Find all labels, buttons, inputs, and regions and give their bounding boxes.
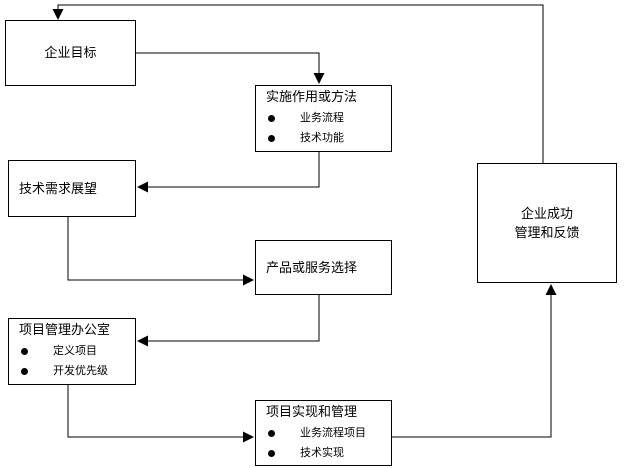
node-implementation-role-or-method-title: 实施作用或方法: [266, 90, 358, 105]
edge-product-to-pmo: [141, 295, 320, 342]
node-enterprise-goal-title: 企业目标: [44, 46, 97, 61]
node-technology-demand-outlook-title: 技术需求展望: [19, 182, 98, 197]
node-enterprise-success-title: 企业成功: [520, 207, 573, 222]
node-project-management-office-title: 项目管理办公室: [19, 323, 111, 338]
arrowhead-project-impl-to-success: [545, 284, 557, 295]
node-implementation-role-or-method-bullets: 业务流程 技术功能: [266, 108, 389, 148]
node-enterprise-success-title-line2: 管理和反馈: [514, 226, 580, 241]
edge-pmo-to-project-impl: [67, 385, 250, 438]
list-item: 业务流程: [266, 108, 389, 128]
node-product-or-service-selection-title: 产品或服务选择: [266, 261, 358, 276]
node-project-implementation-and-management[interactable]: 项目实现和管理 业务流程项目 技术实现: [255, 400, 392, 466]
edge-implementation-to-demand: [141, 152, 320, 188]
node-enterprise-success[interactable]: 企业成功 管理和反馈: [477, 163, 617, 283]
node-project-implementation-and-management-bullets: 业务流程项目 技术实现: [266, 423, 389, 463]
arrowhead-demand-to-product: [243, 274, 254, 286]
node-project-management-office-bullets: 定义项目 开发优先级: [19, 341, 133, 381]
node-project-management-office[interactable]: 项目管理办公室 定义项目 开发优先级: [8, 318, 136, 385]
list-item: 定义项目: [19, 341, 133, 361]
node-project-implementation-and-management-title: 项目实现和管理: [266, 405, 358, 420]
node-product-or-service-selection[interactable]: 产品或服务选择: [255, 240, 392, 295]
edge-goal-to-implementation: [136, 52, 320, 80]
node-implementation-role-or-method[interactable]: 实施作用或方法 业务流程 技术功能: [255, 85, 392, 152]
list-item: 开发优先级: [19, 361, 133, 381]
node-technology-demand-outlook[interactable]: 技术需求展望: [8, 160, 136, 217]
list-item: 技术实现: [266, 443, 389, 463]
arrowhead-success-to-goal-feedback: [52, 9, 64, 20]
arrowhead-goal-to-implementation: [313, 73, 325, 84]
arrowhead-pmo-to-project-impl: [243, 431, 254, 443]
edge-demand-to-product: [67, 217, 250, 281]
list-item: 技术功能: [266, 128, 389, 148]
arrowhead-product-to-pmo: [137, 335, 148, 347]
arrowhead-implementation-to-demand: [137, 181, 148, 193]
node-enterprise-goal[interactable]: 企业目标: [5, 20, 136, 86]
edge-project-impl-to-success: [392, 288, 552, 438]
list-item: 业务流程项目: [266, 423, 389, 443]
